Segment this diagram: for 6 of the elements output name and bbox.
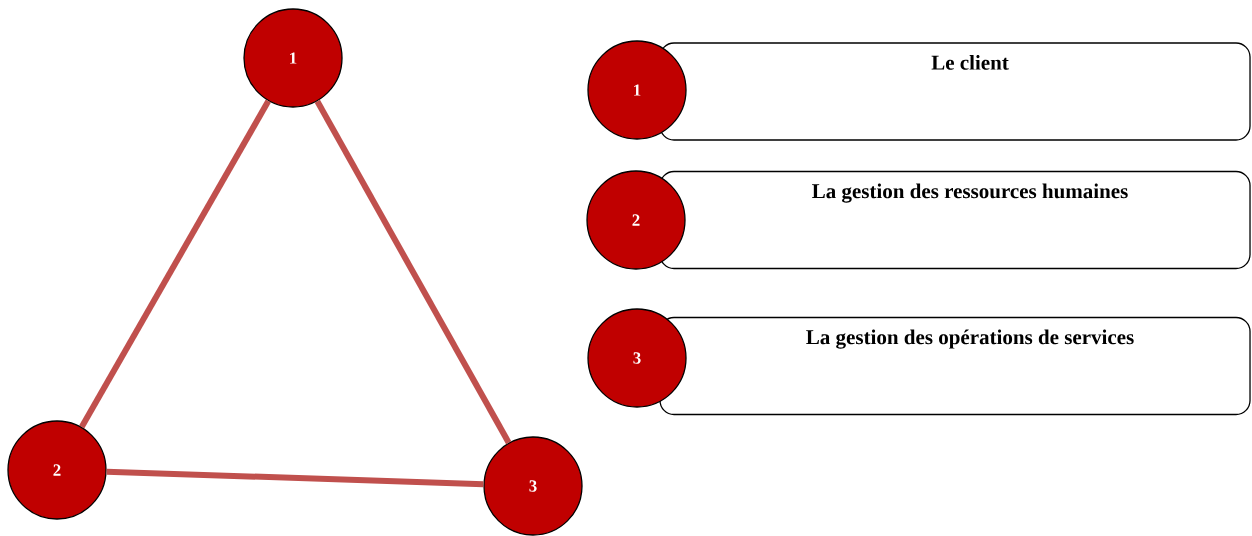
label-box: La gestion des ressources humaines	[659, 170, 1251, 270]
label-box: La gestion des opérations de services	[659, 316, 1251, 416]
connector-line	[79, 99, 271, 429]
label-box: Le client	[659, 42, 1251, 141]
connector-line	[106, 468, 484, 488]
connector-line	[314, 99, 512, 445]
